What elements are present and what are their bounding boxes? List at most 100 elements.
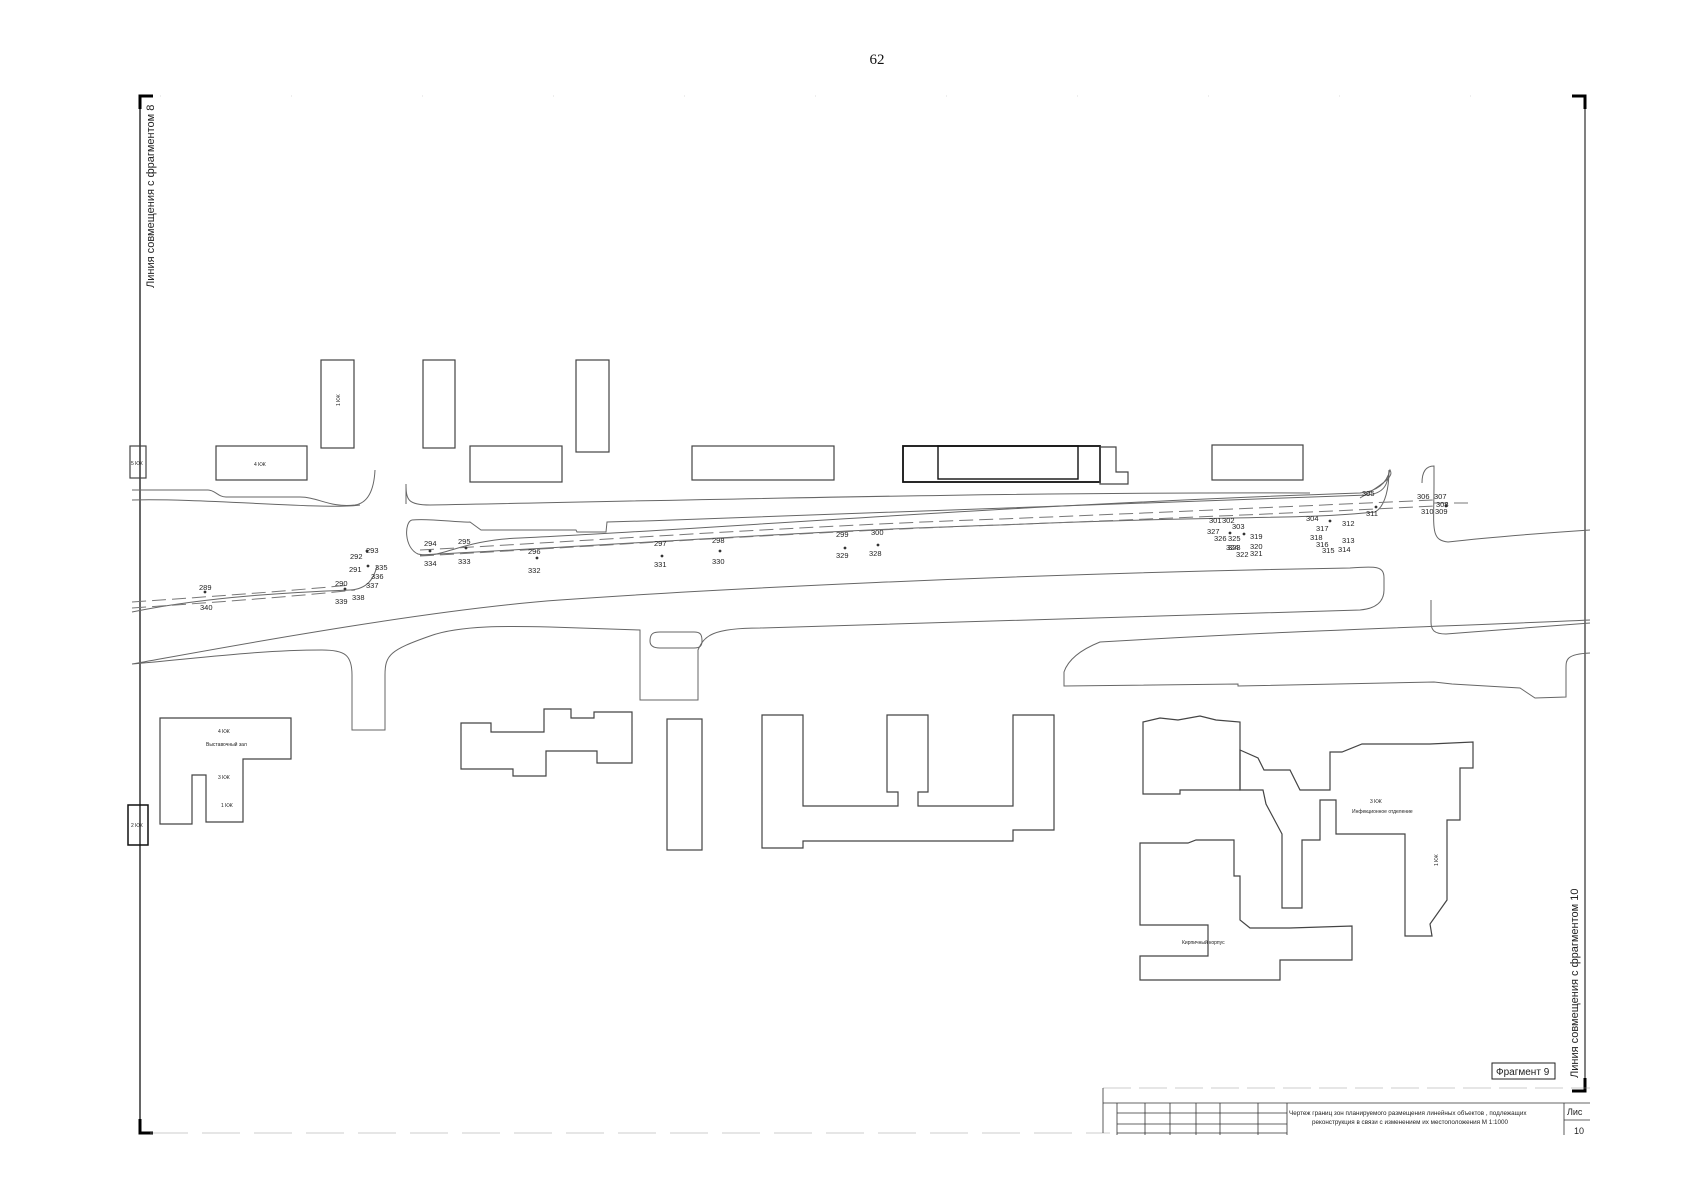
point-label: 292 — [350, 552, 363, 561]
right-match-line-label: Линия совмещения с фрагментом 10 — [1569, 888, 1581, 1078]
title-block: Чертеж границ зон планируемого размещени… — [1102, 1087, 1590, 1136]
building — [1099, 446, 1129, 485]
point-label: 302 — [1222, 516, 1235, 525]
point-label: 306 — [1417, 492, 1430, 501]
point-label: 308 — [1436, 500, 1449, 509]
point-label: 336 — [371, 572, 384, 581]
title-line-2: реконструкция в связи с изменением их ме… — [1312, 1119, 1509, 1126]
building-label: 3 КЖ — [218, 775, 230, 781]
point-label: 322 — [1236, 550, 1249, 559]
point-label: 330 — [712, 557, 725, 566]
point-label: 318 — [1310, 533, 1323, 542]
building — [129, 445, 147, 479]
building — [460, 708, 633, 777]
point-label: 321 — [1250, 549, 1263, 558]
building — [127, 804, 149, 846]
point-label: 313 — [1342, 536, 1355, 545]
building-highlight — [902, 445, 1101, 483]
point-label: 327 — [1207, 527, 1220, 536]
point-label: 291 — [349, 565, 362, 574]
building-label: 1 КЖ — [336, 394, 342, 406]
point-label: 317 — [1316, 524, 1329, 533]
road-left-spur — [649, 631, 703, 649]
point-label: 304 — [1306, 514, 1319, 523]
road-north-edge-2 — [131, 499, 361, 507]
road-right-lower-2 — [1063, 619, 1591, 699]
building-label: 1 КЖ — [1434, 854, 1440, 866]
utility-corridor — [131, 499, 1470, 609]
point-label: 312 — [1342, 519, 1355, 528]
building-label: Выставочный зал — [206, 741, 247, 748]
point-label: 310 — [1421, 507, 1434, 516]
left-match-line-label: Линия совмещения с фрагментом 8 — [145, 105, 157, 288]
median-main — [406, 468, 1392, 556]
road-south-edge — [131, 566, 1385, 731]
point-label: 316 — [1316, 540, 1329, 549]
point-label: 340 — [200, 603, 213, 612]
point-label: 334 — [424, 559, 437, 568]
point-label: 315 — [1322, 546, 1335, 555]
building — [469, 445, 563, 483]
point-label: 303 — [1232, 522, 1245, 531]
building-label: 2 КЖ — [131, 823, 143, 829]
building-label: 3 КЖ — [1370, 799, 1382, 805]
point-label: 300 — [871, 528, 884, 537]
point-label: 328 — [869, 549, 882, 558]
building — [1142, 715, 1241, 795]
road-north-edge — [132, 469, 376, 507]
point-label: 296 — [528, 547, 541, 556]
point-label: 320 — [1250, 542, 1263, 551]
corner-top-right — [1572, 94, 1587, 109]
building — [575, 359, 610, 453]
point-label: 294 — [424, 539, 437, 548]
median-main-top — [411, 469, 1390, 556]
point-label: 324 — [1226, 543, 1239, 552]
point-label: 311 — [1366, 509, 1378, 518]
point-label: 325 — [1228, 534, 1241, 543]
building — [1139, 839, 1353, 981]
building-label: 5 КЖ — [131, 461, 143, 467]
building-inner — [937, 445, 1079, 480]
building-label-group: 5 КЖ 4 КЖ 1 КЖ 4 КЖ Выставочный зал 3 КЖ… — [131, 394, 1440, 946]
point-label: 338 — [352, 593, 365, 602]
fragment-label-text: Фрагмент 9 — [1496, 1067, 1550, 1078]
frame — [138, 94, 1587, 1135]
point-label: 331 — [654, 560, 667, 569]
building — [159, 717, 292, 825]
point-label: 299 — [836, 530, 849, 539]
building — [691, 445, 835, 481]
point-label: 307 — [1434, 492, 1447, 501]
survey-points — [203, 504, 1448, 594]
median-left — [131, 565, 378, 613]
point-label: 323 — [1228, 543, 1241, 552]
point-label: 309 — [1435, 507, 1448, 516]
point-label: 335 — [375, 563, 388, 572]
point-label: 333 — [458, 557, 471, 566]
road-right-stub — [1421, 465, 1591, 543]
title-grid — [1117, 1103, 1590, 1135]
fragment-label: Фрагмент 9 — [1491, 1062, 1556, 1080]
building-label: 4 КЖ — [254, 462, 266, 468]
title-line-1: Чертеж границ зон планируемого размещени… — [1289, 1109, 1527, 1117]
building — [1211, 444, 1304, 481]
point-label: 314 — [1338, 545, 1351, 554]
point-label: 305 — [1362, 489, 1375, 498]
building — [215, 445, 308, 481]
page-number: 62 — [869, 52, 885, 68]
building — [761, 714, 1055, 849]
point-label: 301 — [1209, 516, 1222, 525]
buildings — [127, 359, 1474, 981]
point-label: 326 — [1214, 534, 1227, 543]
building — [666, 718, 703, 851]
corner-bottom-right — [1572, 1078, 1587, 1093]
sheet-label: Лис — [1567, 1107, 1583, 1117]
point-label: 293 — [366, 546, 379, 555]
road-right-lower — [1430, 600, 1591, 635]
point-label: 332 — [528, 566, 541, 575]
point-label: 289 — [199, 583, 212, 592]
sheet-number: 10 — [1574, 1126, 1584, 1136]
building-label: 1 КЖ — [221, 803, 233, 809]
building-label: Инфекционное отделение — [1352, 809, 1413, 815]
building-label: 4 КЖ — [218, 729, 230, 735]
